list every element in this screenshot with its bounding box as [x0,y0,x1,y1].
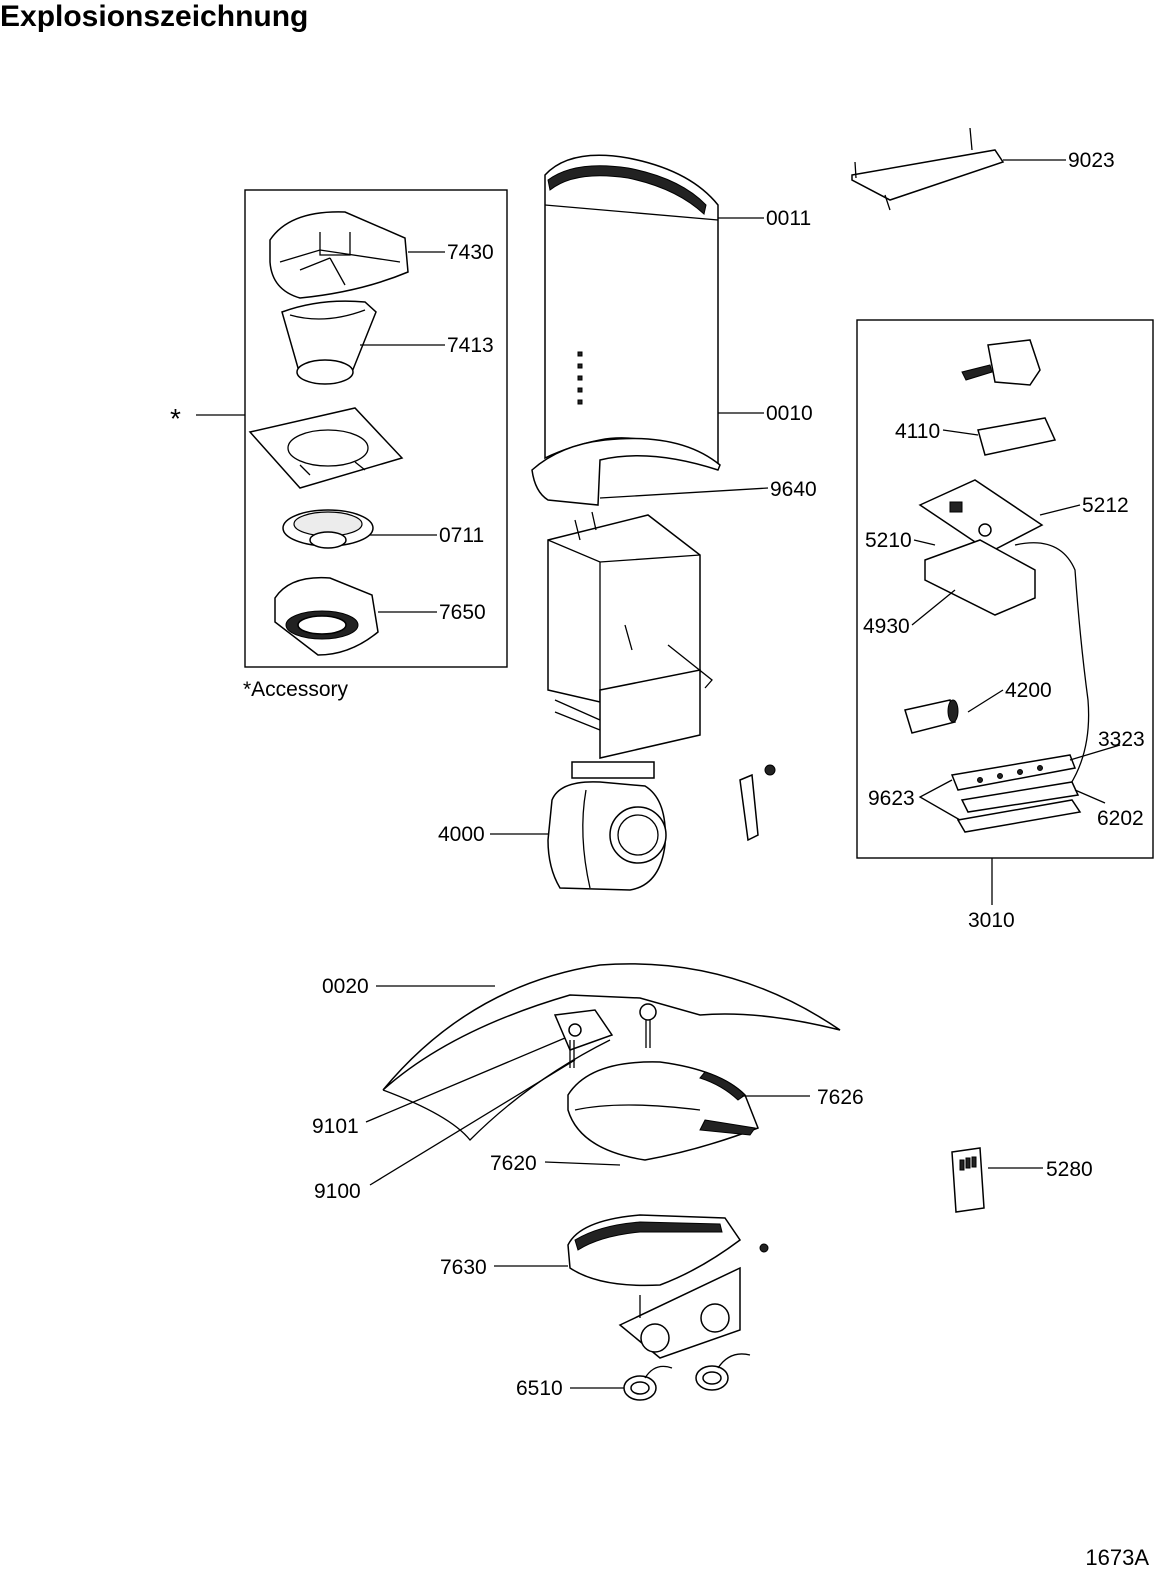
part-0010-chimney-cover [531,154,721,506]
leader-9101 [365,1037,566,1123]
label-5212: 5212 [1082,494,1129,517]
part-mounting-plate [248,407,404,489]
label-7430: 7430 [447,241,494,264]
label-9640: 9640 [770,478,817,501]
label-7626: 7626 [817,1086,864,1109]
label-4110: 4110 [895,420,940,443]
leader-3323 [1069,744,1121,761]
part-6510-halogen-lamps [623,1353,751,1401]
leader-5210 [913,539,936,546]
part-4200-capacitor [904,699,959,734]
leader-6202 [1074,789,1106,804]
label-3010: 3010 [968,909,1015,932]
leader-4200 [967,689,1004,713]
label-7413: 7413 [447,334,494,357]
part-9023-bracket [851,127,1005,211]
label-6202: 6202 [1097,807,1144,830]
part-5280-remote [951,1147,985,1213]
wire-harness [1014,542,1090,786]
accessory-note: *Accessory [243,678,349,701]
page-title: Explosionszeichnung [0,0,309,33]
label-4930: 4930 [863,615,910,638]
part-motor-housing [547,511,713,759]
label-4200: 4200 [1005,679,1052,702]
label-0020: 0020 [322,975,369,998]
label-6510: 6510 [516,1377,563,1400]
label-3323: 3323 [1098,728,1145,751]
part-5212-control-board [918,479,1044,616]
leader-7620 [544,1161,621,1166]
label-4000: 4000 [438,823,485,846]
part-9623-switch-panel [950,754,1082,833]
part-4110-component [977,417,1057,456]
part-7630-light-cover [567,1214,769,1287]
part-0020-canopy [382,963,841,1141]
label-0011: 0011 [766,207,811,230]
electronics-box [856,319,1154,859]
label-5280: 5280 [1046,1158,1093,1181]
accessory-box [244,189,508,668]
label-9100: 9100 [314,1180,361,1203]
part-7430-duct-adapter [269,211,409,299]
label-9623: 9623 [868,787,915,810]
part-lamp-plate [618,1266,741,1359]
label-7650: 7650 [439,601,486,624]
label-0711: 0711 [439,524,484,547]
label-0010: 0010 [766,402,813,425]
part-7626-grease-filter [567,1061,759,1161]
leader-9623 [918,779,961,821]
label-9023: 9023 [1068,149,1115,172]
leader-4930 [911,589,956,626]
accessory-marker: * [170,403,181,434]
part-0711-grille [282,509,374,549]
part-7413-flex-duct [281,300,377,385]
leader-9100 [369,1059,576,1186]
leader-4110 [942,429,979,436]
label-9101: 9101 [312,1115,359,1138]
label-7620: 7620 [490,1152,537,1175]
label-7630: 7630 [440,1256,487,1279]
label-5210: 5210 [865,529,912,552]
leader-5212 [1039,504,1081,516]
leader-9640 [599,487,769,499]
document-id: 1673A [1085,1545,1149,1570]
part-7650-filter-housing [274,576,379,656]
part-small-bracket [739,764,776,842]
part-4000-blower [547,761,667,891]
part-transformer [961,339,1041,386]
